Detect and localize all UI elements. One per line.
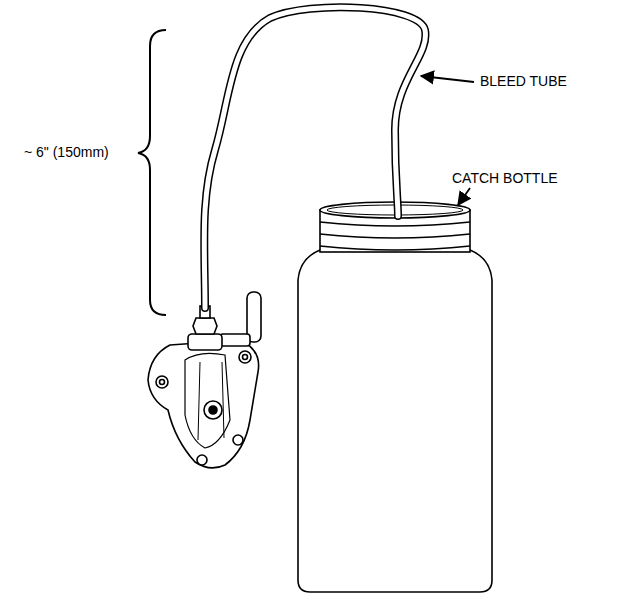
bleed-tube bbox=[204, 7, 425, 308]
brake-caliper bbox=[148, 292, 261, 468]
part-label: BLEED TUBE bbox=[478, 73, 569, 90]
leader-arrow bbox=[458, 188, 470, 205]
leader-arrow bbox=[421, 76, 474, 82]
dimension-label: ~ 6" (150mm) bbox=[22, 144, 111, 161]
part-label: CATCH BOTTLE bbox=[450, 170, 560, 187]
dimension-brace bbox=[138, 30, 166, 315]
catch-bottle bbox=[298, 202, 492, 592]
